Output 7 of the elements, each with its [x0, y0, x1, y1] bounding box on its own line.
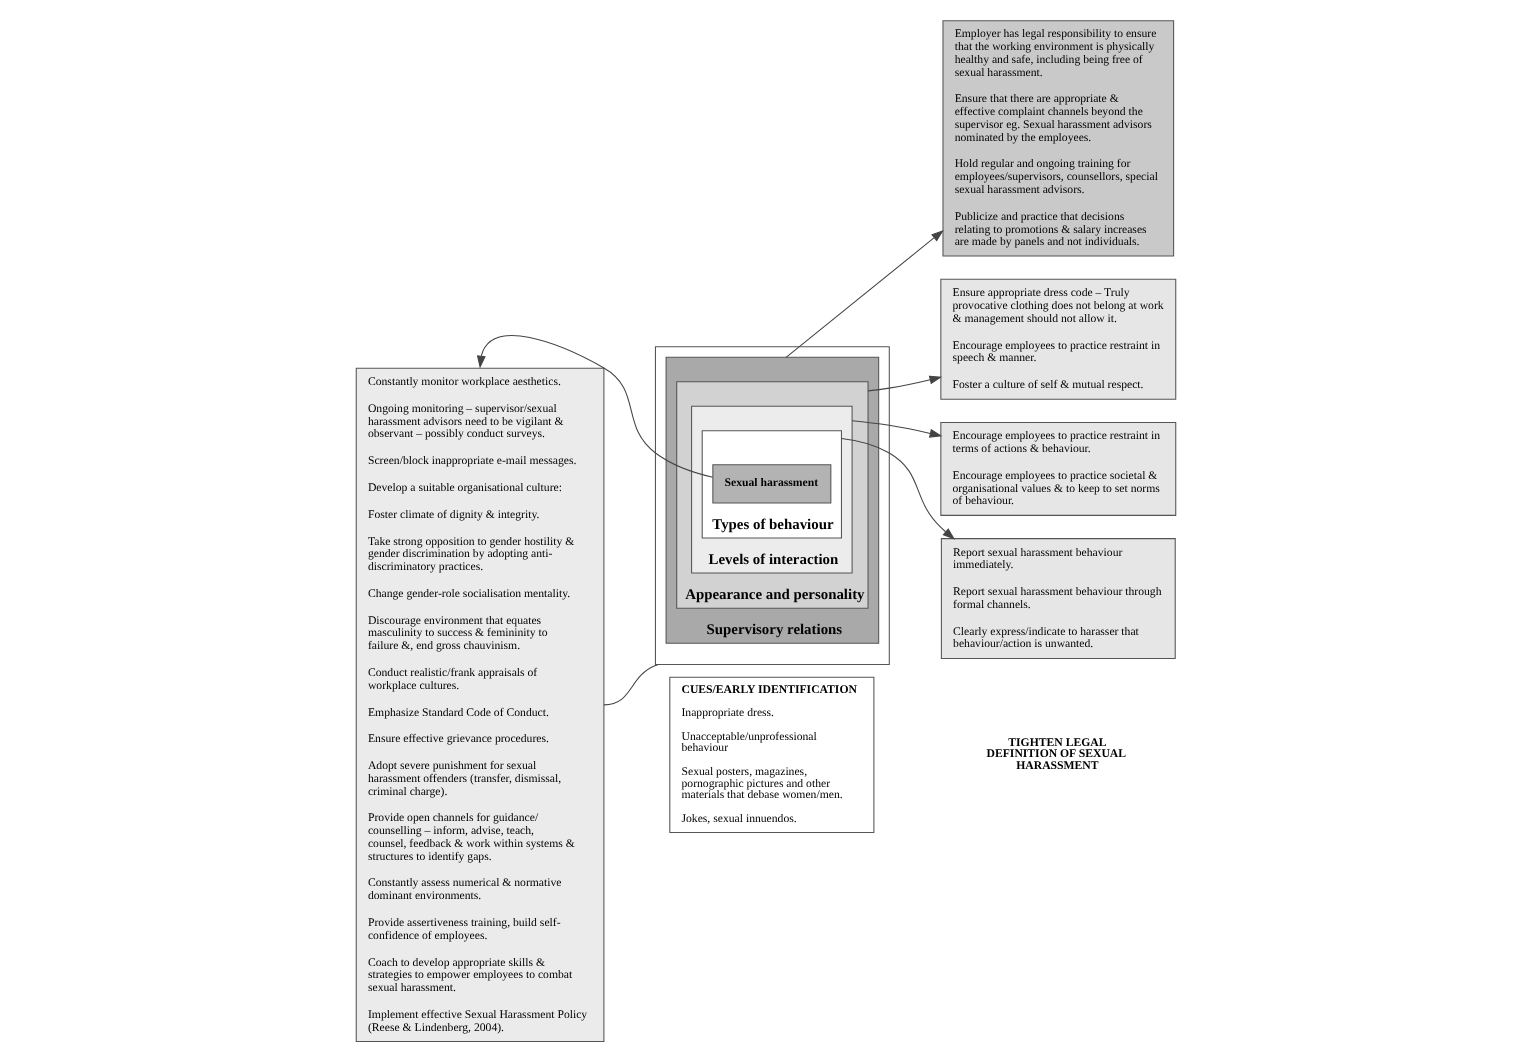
- arrow: [840, 437, 956, 540]
- connector: [603, 663, 659, 706]
- arrow: [476, 335, 714, 478]
- arrow: [867, 375, 943, 392]
- cluster: [654, 346, 890, 666]
- arrow: [851, 420, 943, 438]
- arrow: [785, 229, 944, 358]
